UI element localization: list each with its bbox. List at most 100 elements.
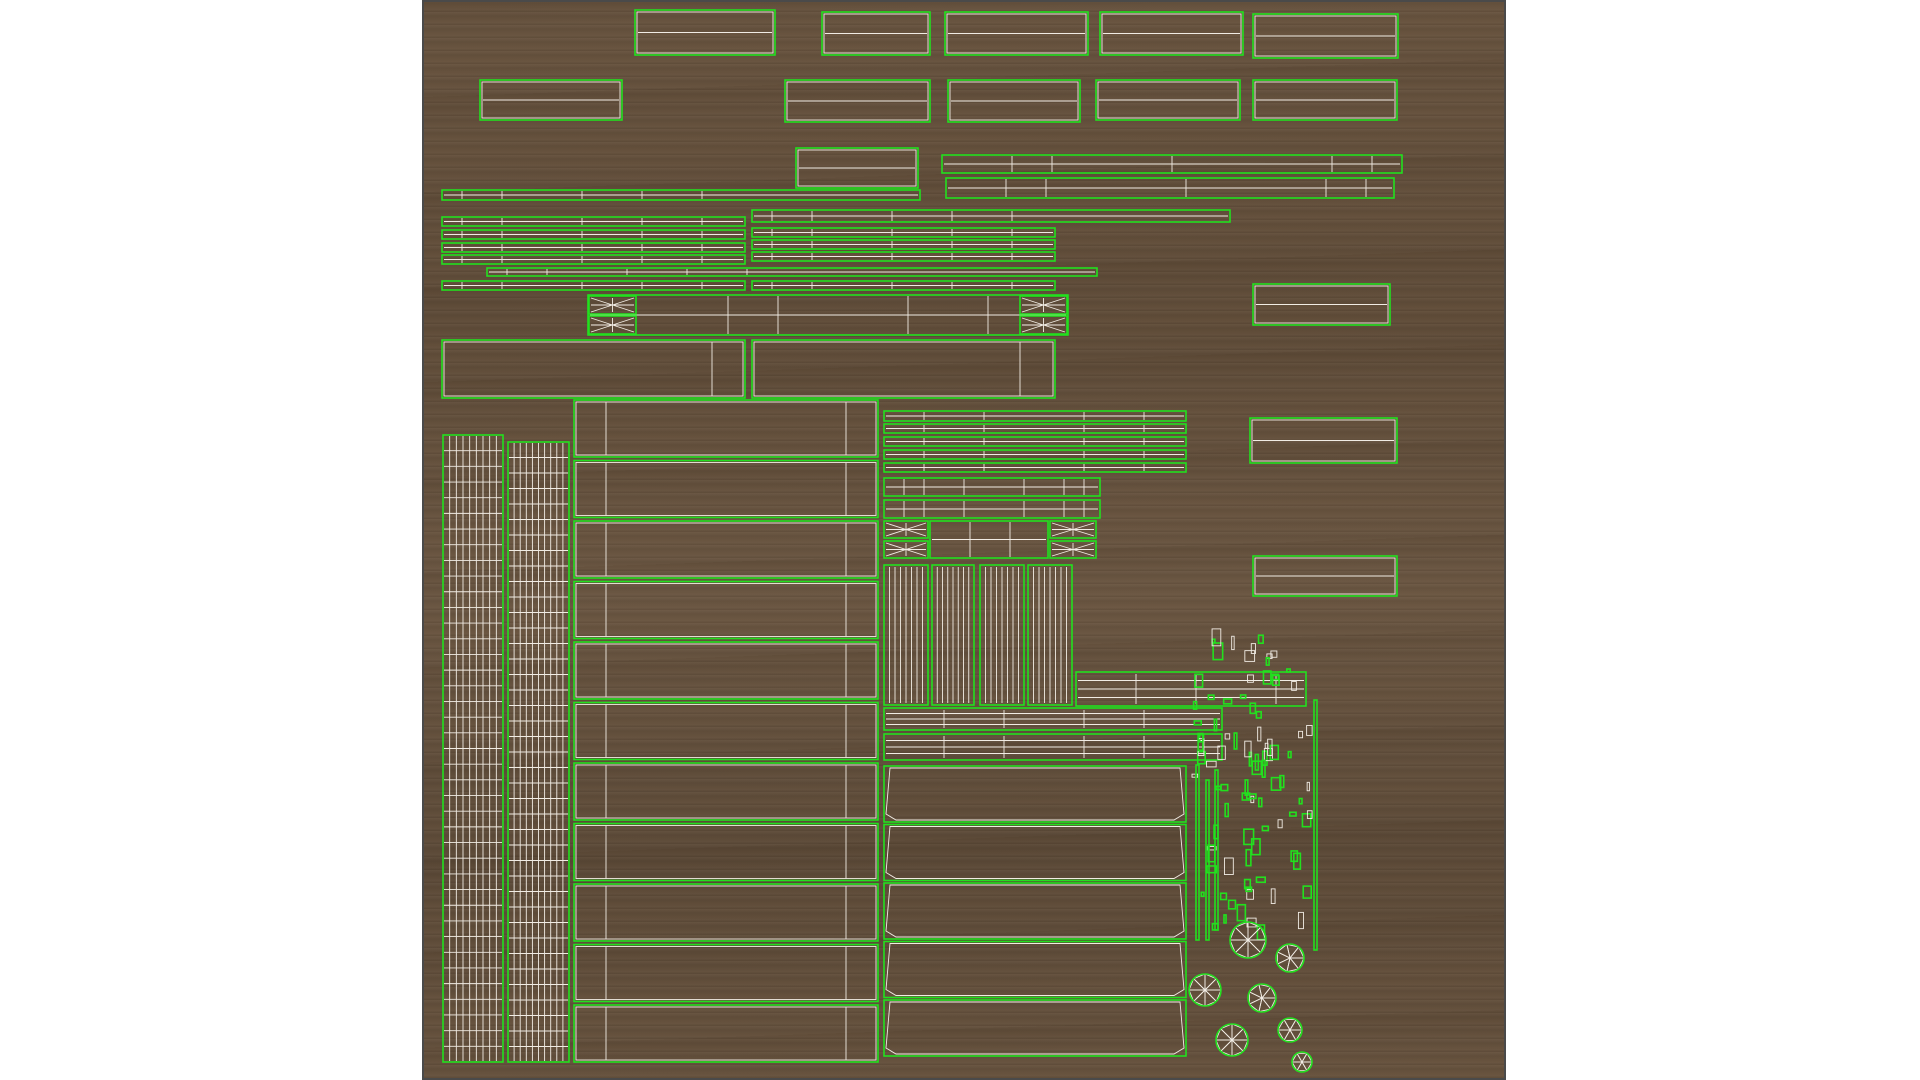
uv-island xyxy=(573,580,879,640)
uv-island-edge xyxy=(575,1006,877,1061)
uv-fragment xyxy=(1245,793,1257,800)
uv-fragment xyxy=(1251,760,1263,776)
uv-fragment xyxy=(1239,694,1247,700)
uv-strip xyxy=(441,216,746,227)
uv-fragment xyxy=(1244,740,1252,758)
uv-fragment xyxy=(1224,733,1231,740)
uv-island xyxy=(821,11,931,56)
uv-fragment xyxy=(1213,718,1218,732)
uv-strip xyxy=(441,242,746,253)
uv-island-edge xyxy=(885,767,1185,821)
uv-strip xyxy=(883,477,1101,497)
uv-fragment xyxy=(1236,903,1247,922)
uv-fragment xyxy=(1206,846,1217,851)
uv-strip xyxy=(883,436,1187,447)
uv-island xyxy=(479,79,623,121)
uv-fragment xyxy=(1270,888,1276,904)
uv-fragment xyxy=(1224,802,1230,818)
uv-fragment xyxy=(1243,828,1255,846)
uv-island xyxy=(441,339,746,399)
uv-fragment xyxy=(1217,745,1226,760)
uv-fan-outline xyxy=(1291,1051,1313,1073)
uv-fragment xyxy=(1207,694,1215,701)
uv-fan-segment xyxy=(1248,991,1264,1005)
uv-strip xyxy=(883,462,1187,473)
uv-fan-segment xyxy=(1289,1018,1303,1031)
uv-fragment xyxy=(1250,838,1261,856)
uv-island-edge xyxy=(575,885,877,940)
uv-island xyxy=(1095,79,1241,121)
uv-fragment xyxy=(1195,764,1200,941)
uv-fan-outline xyxy=(1247,983,1277,1013)
uv-island xyxy=(883,540,929,559)
uv-fragment xyxy=(1261,825,1270,832)
uv-strip xyxy=(441,189,921,201)
uv-fan-segment xyxy=(1301,1052,1313,1063)
uv-island-edge xyxy=(575,704,877,758)
uv-island xyxy=(573,1004,879,1063)
uv-island xyxy=(1049,540,1097,559)
uv-fragment xyxy=(1254,753,1260,771)
uv-strip xyxy=(883,410,1187,422)
uv-island xyxy=(573,459,879,519)
uv-island-edge xyxy=(1254,81,1396,119)
uv-island xyxy=(944,11,1089,56)
uv-strip xyxy=(751,239,1056,250)
uv-island xyxy=(1252,13,1399,59)
uv-island xyxy=(883,882,1187,940)
uv-island xyxy=(883,520,929,539)
uv-fragment xyxy=(1306,810,1313,819)
uv-fragment xyxy=(1270,776,1282,791)
uv-island-edge xyxy=(797,149,917,187)
uv-island xyxy=(1252,283,1391,326)
uv-island xyxy=(1075,671,1307,707)
uv-strip xyxy=(486,267,1098,277)
uv-fragment xyxy=(1249,702,1257,715)
uv-fragment xyxy=(1313,699,1318,951)
uv-strip xyxy=(751,227,1056,238)
uv-island-edge xyxy=(1097,81,1239,119)
uv-island xyxy=(883,823,1187,882)
uv-fan-segment xyxy=(1296,1061,1308,1072)
uv-fragment xyxy=(1227,899,1237,910)
uv-island xyxy=(442,434,504,1063)
uv-island-edge xyxy=(575,946,877,1000)
uv-fragment xyxy=(1206,865,1217,874)
uv-fan-outline xyxy=(1215,1023,1249,1057)
uv-fragment xyxy=(1245,848,1252,867)
uv-strip xyxy=(941,154,1403,174)
uv-island xyxy=(1252,555,1398,597)
uv-fragment xyxy=(1244,650,1256,662)
uv-island xyxy=(573,399,879,458)
uv-island-edge xyxy=(575,825,877,879)
uv-fan-outline xyxy=(1275,943,1305,973)
uv-fan-segment xyxy=(1246,926,1267,941)
uv-fragment xyxy=(1301,812,1312,828)
uv-fan-segment xyxy=(1283,1029,1297,1041)
uv-fragment xyxy=(1243,878,1252,890)
uv-island-edge xyxy=(885,1001,1185,1055)
uv-island-edge xyxy=(1254,15,1397,57)
uv-island-edge xyxy=(1254,285,1389,324)
uv-island-edge xyxy=(946,13,1087,54)
uv-island xyxy=(1252,79,1398,121)
uv-island xyxy=(573,762,879,821)
uv-island-edge xyxy=(443,341,744,397)
uv-strip xyxy=(751,280,1056,291)
uv-fragment xyxy=(1255,876,1266,884)
uv-island xyxy=(883,564,929,706)
uv-strip xyxy=(883,499,1101,519)
uv-fragment xyxy=(1196,750,1206,765)
uv-island xyxy=(588,295,637,315)
uv-island xyxy=(573,641,879,700)
uv-fragment xyxy=(1250,643,1256,654)
uv-fragment xyxy=(1233,732,1238,750)
uv-strip xyxy=(441,229,746,240)
uv-strip xyxy=(441,280,746,291)
uv-fragment xyxy=(1306,781,1310,792)
uv-fragment xyxy=(1250,795,1255,804)
uv-island-edge xyxy=(786,81,929,121)
uv-island xyxy=(573,822,879,882)
uv-texture-canvas[interactable] xyxy=(424,2,1504,1078)
